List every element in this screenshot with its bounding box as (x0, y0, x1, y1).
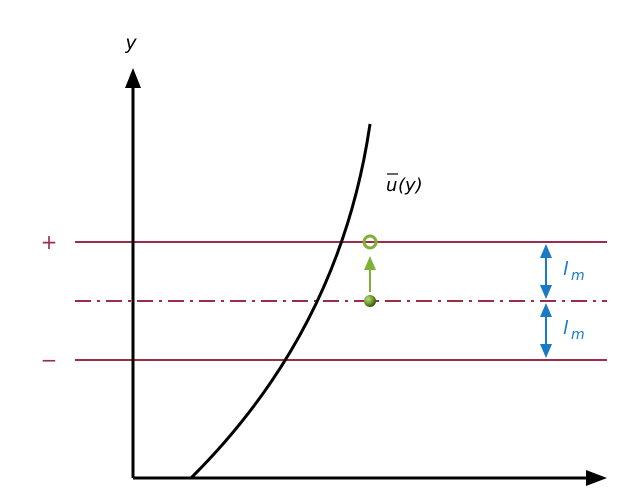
profile-label-main: u (386, 175, 397, 196)
x-axis-arrowhead (586, 470, 607, 486)
upper-mixing-length-sub: m (571, 268, 585, 284)
lower-level-symbol: − (41, 348, 58, 372)
upper-mixing-length-label: l m (563, 258, 585, 284)
profile-label-arg: (y) (398, 175, 423, 196)
upper-mixing-length-base: l (563, 258, 569, 280)
particle-displacement-arrowhead (364, 256, 376, 270)
lower-mixing-length-sub: m (571, 327, 585, 343)
y-axis-label: y (124, 32, 137, 54)
lower-mixing-length-base: l (563, 317, 569, 339)
particle-final-position (362, 234, 378, 250)
upper-mixing-length-arrow (540, 244, 552, 299)
particle-initial-position (364, 295, 376, 307)
lower-mixing-length-label: l m (563, 317, 585, 343)
lower-mixing-length-arrow (540, 303, 552, 358)
upper-level-symbol: + (41, 230, 58, 254)
velocity-profile-curve (189, 123, 372, 480)
y-axis-arrowhead (125, 68, 141, 88)
profile-label: u (y) (386, 173, 423, 196)
